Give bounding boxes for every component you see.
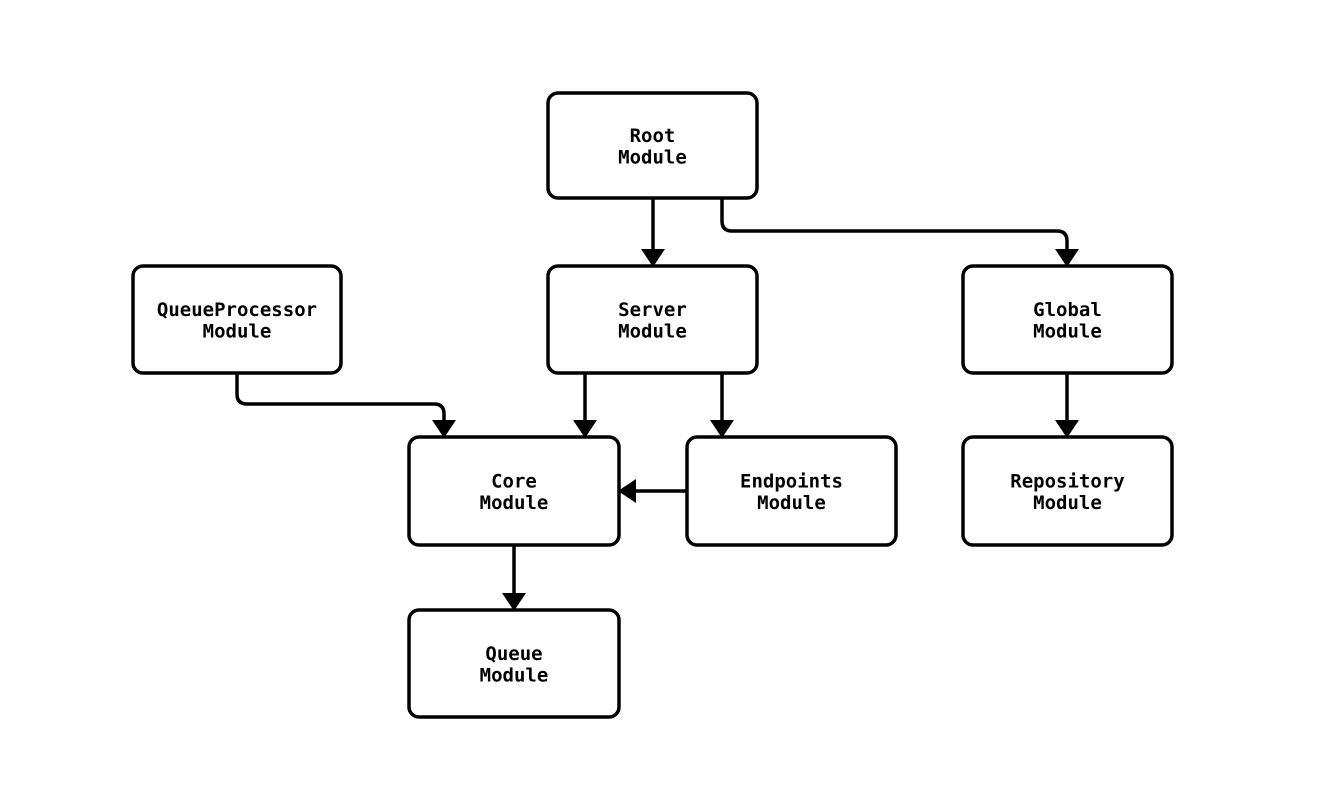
- node-server-module: Server Module: [546, 264, 759, 375]
- node-root-module-box: [546, 91, 759, 200]
- node-server-module-label-line1: Server: [618, 299, 687, 321]
- node-global-module-label-line1: Global: [1033, 299, 1102, 321]
- node-queueprocessor-module: QueueProcessor Module: [131, 264, 343, 375]
- node-queueprocessor-module-label-line2: Module: [203, 321, 272, 343]
- edge-root-module-to-global-module: [720, 197, 1079, 267]
- node-queueprocessor-module-label-line1: QueueProcessor: [157, 299, 317, 321]
- node-queue-module-box: [407, 608, 621, 719]
- node-root-module-label-line1: Root: [630, 125, 676, 147]
- node-endpoints-module-label-line2: Module: [757, 492, 826, 514]
- node-endpoints-module-box: [685, 435, 898, 547]
- node-global-module: Global Module: [961, 264, 1174, 375]
- node-repository-module-box: [961, 435, 1174, 547]
- node-repository-module-label-line2: Module: [1033, 492, 1102, 514]
- node-endpoints-module-label-line1: Endpoints: [740, 471, 843, 493]
- node-queue-module-label-line1: Queue: [485, 643, 542, 665]
- node-endpoints-module: Endpoints Module: [685, 435, 898, 547]
- node-root-module: Root Module: [546, 91, 759, 200]
- node-core-module-box: [407, 435, 621, 547]
- node-global-module-label-line2: Module: [1033, 321, 1102, 343]
- node-repository-module-label-line1: Repository: [1010, 471, 1124, 493]
- node-global-module-box: [961, 264, 1174, 375]
- node-queue-module-label-line2: Module: [480, 665, 549, 687]
- node-queueprocessor-module-box: [131, 264, 343, 375]
- node-server-module-label-line2: Module: [618, 321, 687, 343]
- node-queue-module: Queue Module: [407, 608, 621, 719]
- node-core-module-label-line1: Core: [491, 471, 537, 493]
- edge-queueprocessor-module-to-core-module: [235, 373, 456, 438]
- node-root-module-label-line2: Module: [618, 147, 687, 169]
- node-core-module-label-line2: Module: [480, 492, 549, 514]
- node-repository-module: Repository Module: [961, 435, 1174, 547]
- node-server-module-box: [546, 264, 759, 375]
- edges: [235, 197, 1079, 611]
- node-core-module: Core Module: [407, 435, 621, 547]
